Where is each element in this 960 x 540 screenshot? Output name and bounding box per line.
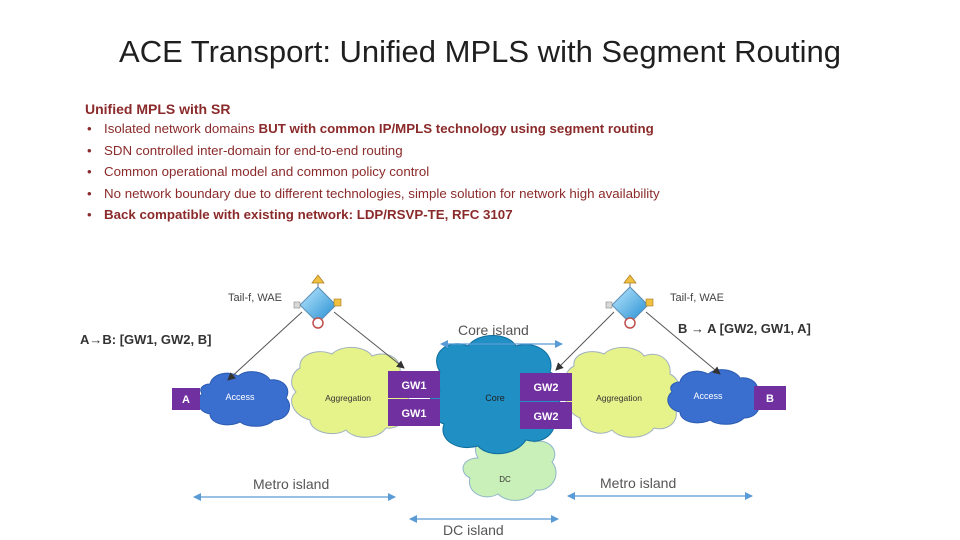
access-left-cloud: Access [197, 371, 290, 427]
bullet-item: Common operational model and common poli… [85, 161, 905, 183]
aggregation-right-label: Aggregation [596, 393, 642, 403]
bullet-text: Common operational model and common poli… [104, 164, 430, 180]
core-cloud-label: Core [485, 393, 505, 403]
bullet-text: Isolated network domains [104, 121, 259, 136]
controller-router-icon [293, 274, 342, 329]
access-right-label: Access [693, 391, 723, 401]
gw1-top-node: GW1 [388, 371, 440, 398]
controller-router-icon [605, 274, 654, 329]
path-right-label: B → A [GW2, GW1, A] [678, 321, 811, 336]
node-b-label: B [766, 393, 774, 405]
bullet-bold-text: Back compatible with existing network: L… [104, 207, 513, 223]
bullet-item: No network boundary due to different tec… [85, 183, 905, 205]
core-island-label: Core island [458, 322, 529, 338]
dc-cloud-label: DC [499, 475, 511, 484]
access-left-label: Access [225, 392, 255, 402]
gw1-bottom-node: GW1 [388, 399, 440, 426]
bullet-list: Isolated network domains BUT with common… [85, 118, 905, 226]
path-left-label: A→B: [GW1, GW2, B] [80, 332, 211, 347]
controller-link [645, 311, 721, 375]
bullet-text: SDN controlled inter-domain for end-to-e… [104, 142, 403, 158]
controller-left-label: Tail-f, WAE [228, 292, 282, 304]
bullet-item: SDN controlled inter-domain for end-to-e… [85, 140, 905, 162]
controller-link [555, 311, 615, 371]
gw2-top-label: GW2 [533, 382, 558, 394]
bullet-text: No network boundary due to different tec… [104, 185, 660, 201]
controller-right-label: Tail-f, WAE [670, 292, 724, 304]
aggregation-left-label: Aggregation [325, 393, 371, 403]
gw1-top-label: GW1 [401, 380, 426, 392]
node-a: A [172, 388, 200, 410]
gw2-bottom-node: GW2 [520, 402, 572, 429]
slide-title: ACE Transport: Unified MPLS with Segment… [119, 34, 841, 69]
bullet-item: Back compatible with existing network: L… [85, 204, 905, 226]
gw1-bottom-label: GW1 [401, 408, 426, 420]
dc-island-label: DC island [443, 522, 504, 538]
bullet-item: Isolated network domains BUT with common… [85, 118, 905, 140]
aggregation-right-cloud: Aggregation [565, 347, 681, 438]
gw2-top-node: GW2 [520, 373, 572, 401]
controller-link [227, 311, 303, 381]
controller-link [333, 311, 405, 369]
metro-island-left-label: Metro island [253, 476, 329, 492]
gw2-bottom-label: GW2 [533, 411, 558, 423]
metro-island-right-label: Metro island [600, 475, 676, 491]
node-a-label: A [182, 394, 190, 406]
access-right-cloud: Access [667, 369, 760, 425]
node-b: B [754, 386, 786, 410]
subtitle: Unified MPLS with SR [85, 101, 231, 117]
bullet-bold-text: BUT with common IP/MPLS technology using… [258, 121, 654, 136]
